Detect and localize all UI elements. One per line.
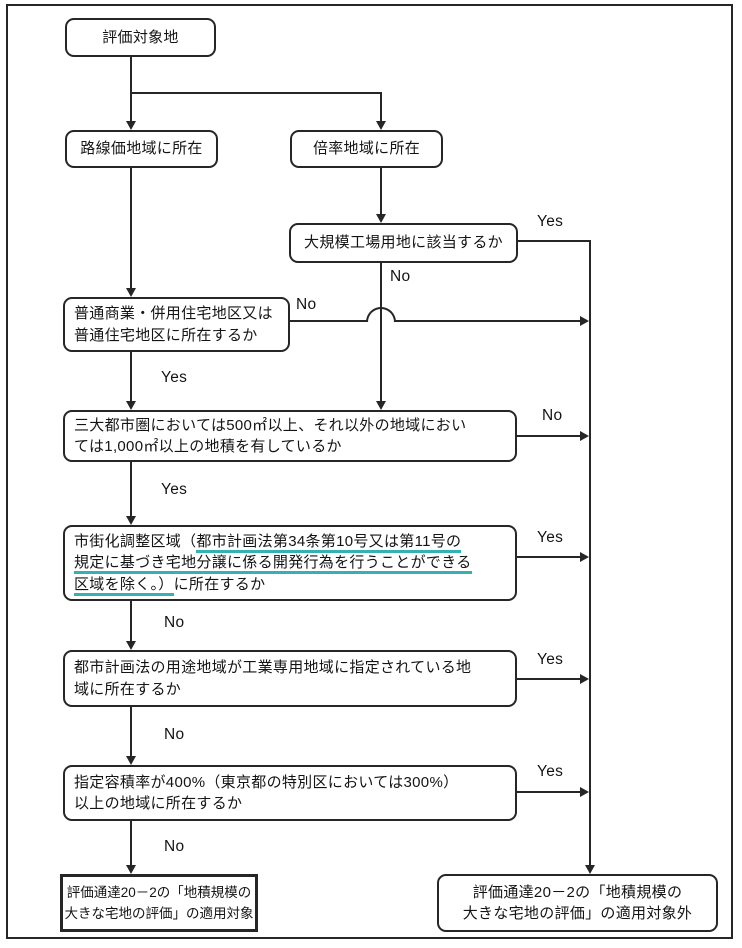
- urbanization-underline3: 区域を除く。）: [74, 575, 174, 596]
- edge-label-floor-ratio-yes: Yes: [537, 763, 564, 780]
- edge-label-urbanization-no: No: [164, 614, 185, 631]
- node-result-applicable: 評価通達20－2の「地積規模の 大きな宅地の評価」の適用対象: [60, 874, 258, 932]
- connector-area-size-no: [517, 435, 581, 437]
- outer-frame: [6, 4, 733, 939]
- edge-label-industrial-no: No: [164, 726, 185, 743]
- connector-target-down: [130, 57, 132, 121]
- connector-rosenka-down: [130, 168, 132, 289]
- arrowhead-industrial-yes: [580, 674, 589, 684]
- connector-bairitsu-down: [380, 168, 382, 215]
- arrowhead-into-not-applicable: [585, 865, 595, 874]
- connector-urbanization-yes: [517, 556, 581, 558]
- node-bairitsu-area: 倍率地域に所在: [290, 130, 443, 168]
- connector-area-size-yes: [130, 462, 132, 517]
- urbanization-underline2: 規定に基づき宅地分譲に係る開発行為を行うことができる: [74, 554, 472, 575]
- connector-target-split: [130, 92, 382, 94]
- arrowhead-into-large-factory: [376, 214, 386, 223]
- arrowhead-district-no: [580, 316, 589, 326]
- result-applicable-line1: 評価通達20－2の「地積規模の: [66, 884, 252, 900]
- arrowhead-floor-ratio-yes: [580, 787, 589, 797]
- node-district-line2: 普通住宅地区に所在するか: [74, 326, 258, 344]
- node-area-size-line1: 三大都市圏においては500㎡以上、それ以外の地域におい: [74, 416, 467, 434]
- node-large-factory-label: 大規模工場用地に該当するか: [304, 234, 503, 252]
- arrowhead-area-size-no: [580, 431, 589, 441]
- node-bairitsu-label: 倍率地域に所在: [312, 140, 421, 158]
- arrowhead-into-district: [126, 288, 136, 297]
- arrowhead-into-bairitsu: [376, 121, 386, 130]
- node-floor-ratio: 指定容積率が400%（東京都の特別区においては300%） 以上の地域に所在するか: [63, 765, 517, 821]
- node-industrial-line2: 域に所在するか: [74, 680, 182, 698]
- node-urbanization-line2: 規定に基づき宅地分譲に係る開発行為を行うことができる: [74, 552, 506, 575]
- node-floor-ratio-line1: 指定容積率が400%（東京都の特別区においては300%）: [74, 773, 459, 791]
- node-result-not-applicable: 評価通達20－2の「地積規模の 大きな宅地の評価」の適用対象外: [437, 874, 718, 932]
- node-urbanization-line1: 市街化調整区域（都市計画法第34条第10号又は第11号の: [74, 531, 506, 553]
- arrowhead-into-floor-ratio: [126, 756, 136, 765]
- result-not-applicable-line2: 大きな宅地の評価」の適用対象外: [462, 905, 693, 922]
- urbanization-pre: 市街化調整区域（: [74, 532, 197, 550]
- node-floor-ratio-line2: 以上の地域に所在するか: [74, 795, 243, 812]
- connector-large-factory-yes: [518, 240, 591, 242]
- node-target: 評価対象地: [65, 18, 216, 57]
- node-urbanization: 市街化調整区域（都市計画法第34条第10号又は第11号の 規定に基づき宅地分譲に…: [63, 525, 517, 601]
- edge-label-floor-ratio-no: No: [164, 838, 185, 855]
- arrowhead-into-industrial: [126, 641, 136, 650]
- result-not-applicable-line1: 評価通達20－2の「地積規模の: [472, 883, 683, 901]
- connector-industrial-yes: [517, 678, 581, 680]
- arrowhead-into-rosenka: [126, 121, 136, 130]
- connector-large-factory-no: [380, 263, 382, 402]
- node-rosenka-label: 路線価地域に所在: [80, 140, 203, 158]
- node-area-size: 三大都市圏においては500㎡以上、それ以外の地域におい ては1,000㎡以上の地…: [63, 410, 517, 462]
- node-district: 普通商業・併用住宅地区又は 普通住宅地区に所在するか: [63, 297, 290, 352]
- node-large-factory: 大規模工場用地に該当するか: [289, 223, 518, 263]
- connector-industrial-no: [130, 707, 132, 757]
- node-industrial-line1: 都市計画法の用途地域が工業専用地域に指定されている地: [74, 659, 472, 676]
- edge-label-area-size-yes: Yes: [161, 481, 188, 498]
- node-urbanization-line3: 区域を除く。）に所在するか: [74, 574, 506, 596]
- edge-label-district-no: No: [296, 296, 317, 313]
- node-industrial: 都市計画法の用途地域が工業専用地域に指定されている地 域に所在するか: [63, 650, 517, 707]
- edge-label-area-size-no: No: [542, 407, 563, 424]
- arrowhead-into-applicable: [126, 865, 136, 874]
- connector-floor-ratio-yes: [517, 791, 581, 793]
- node-district-line1: 普通商業・併用住宅地区又は: [74, 305, 273, 322]
- node-area-size-line2: ては1,000㎡以上の地積を有しているか: [74, 438, 342, 455]
- edge-label-district-yes: Yes: [161, 369, 188, 386]
- arrowhead-into-area-size: [126, 401, 136, 410]
- urbanization-post: に所在するか: [173, 575, 266, 593]
- arrowhead-into-urbanization: [126, 516, 136, 525]
- edge-label-large-factory-no: No: [390, 268, 411, 285]
- node-target-label: 評価対象地: [102, 28, 179, 46]
- edge-label-industrial-yes: Yes: [537, 651, 564, 668]
- connector-right-spine: [589, 240, 591, 865]
- arrowhead-large-factory-no: [376, 401, 386, 410]
- edge-label-large-factory-yes: Yes: [537, 213, 564, 230]
- connector-district-yes: [130, 352, 132, 402]
- connector-district-no-left: [290, 320, 367, 322]
- urbanization-underline1: 都市計画法第34条第10号又は第11号の: [196, 532, 462, 553]
- connector-to-bairitsu: [380, 92, 382, 122]
- node-rosenka-area: 路線価地域に所在: [65, 130, 218, 168]
- connector-floor-ratio-no: [130, 821, 132, 866]
- edge-label-urbanization-yes: Yes: [537, 529, 564, 546]
- connector-district-no-right: [395, 320, 581, 322]
- arrowhead-urbanization-yes: [580, 552, 589, 562]
- connector-urbanization-no: [130, 601, 132, 642]
- result-applicable-line2: 大きな宅地の評価」の適用対象: [64, 906, 254, 921]
